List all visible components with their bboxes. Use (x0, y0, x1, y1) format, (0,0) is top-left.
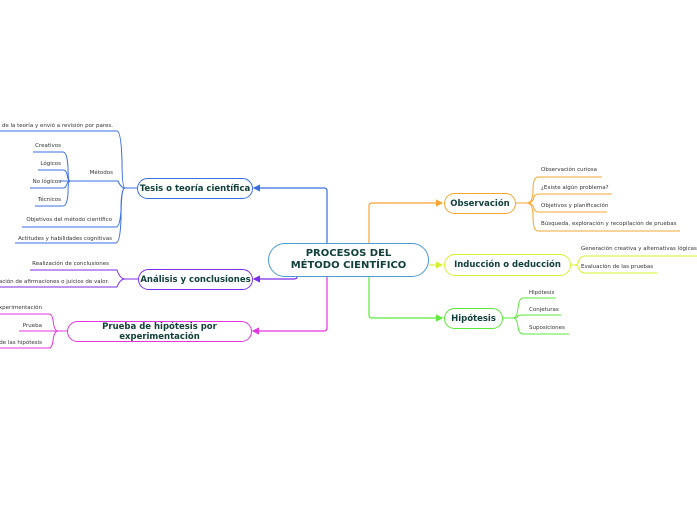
leaf-induccion-generacion[interactable]: Generación creativa y alternativas lógic… (581, 246, 697, 252)
topic-hipotesis[interactable]: Hipótesis (444, 308, 503, 329)
topic-induccion[interactable]: Inducción o deducción (444, 254, 571, 276)
leaf-induccion-evaluacion[interactable]: Evaluación de las pruebas (581, 264, 654, 270)
topic-observacion-label: Observación (450, 198, 510, 209)
topic-prueba[interactable]: Prueba de hipótesis por experimentación (67, 321, 252, 342)
leaf-prueba-hipotesis[interactable]: de las hipótesis (0, 340, 42, 346)
leaf-observacion-objetivos[interactable]: Objetivos y planificación (541, 203, 609, 209)
topic-prueba-label: Prueba de hipótesis por experimentación (102, 321, 217, 342)
leaf-hipotesis-suposiciones[interactable]: Suposiciones (529, 325, 565, 331)
leaf-prueba-prueba[interactable]: Prueba (22, 323, 42, 329)
topic-induccion-label: Inducción o deducción (454, 260, 561, 270)
central-topic-label: PROCESOS DEL MÉTODO CIENTÍFICO (290, 248, 407, 271)
topic-observacion[interactable]: Observación (444, 193, 516, 214)
leaf-metodos-tecnicos[interactable]: Técnicos (37, 197, 61, 203)
topic-tesis[interactable]: Tesis o teoría científica (137, 178, 253, 199)
leaf-tesis-objetivos[interactable]: Objetivos del método científico (26, 217, 112, 223)
leaf-metodos-creativos[interactable]: Creativos (35, 143, 61, 149)
leaf-hipotesis-conjeturas[interactable]: Conjeturas (529, 307, 559, 313)
leaf-metodos-logicos[interactable]: Lógicos (40, 161, 61, 167)
leaf-analisis-conclusiones[interactable]: Realización de conclusiones (32, 261, 109, 267)
topic-analisis-label: Análisis y conclusiones (140, 274, 251, 285)
leaf-hipotesis-hipotesis[interactable]: Hipótesis (529, 290, 555, 296)
leaf-observacion-curiosa[interactable]: Observación curiosa (541, 167, 598, 173)
leaf-tesis-actitudes[interactable]: Actitudes y habilidades cognitivas (18, 236, 112, 242)
central-topic[interactable]: PROCESOS DEL MÉTODO CIENTÍFICO (268, 243, 429, 277)
leaf-tesis-metodos[interactable]: Métodos (89, 170, 113, 176)
leaf-observacion-busqueda[interactable]: Búsqueda, exploración y recopilación de … (541, 221, 677, 227)
leaf-prueba-experimentacion[interactable]: xperimentación (0, 305, 42, 311)
topic-tesis-label: Tesis o teoría científica (139, 183, 251, 194)
leaf-tesis-revision[interactable]: de la teoría y envió a revisión por pare… (1, 123, 113, 129)
topic-analisis[interactable]: Análisis y conclusiones (138, 269, 253, 290)
leaf-metodos-no-logicos[interactable]: No lógicos (32, 179, 61, 185)
leaf-observacion-problema[interactable]: ¿Existe algún problema? (541, 185, 609, 191)
leaf-analisis-afirmaciones[interactable]: ación de afirmaciones o juicios de valor… (0, 279, 109, 285)
topic-hipotesis-label: Hipótesis (451, 313, 496, 324)
